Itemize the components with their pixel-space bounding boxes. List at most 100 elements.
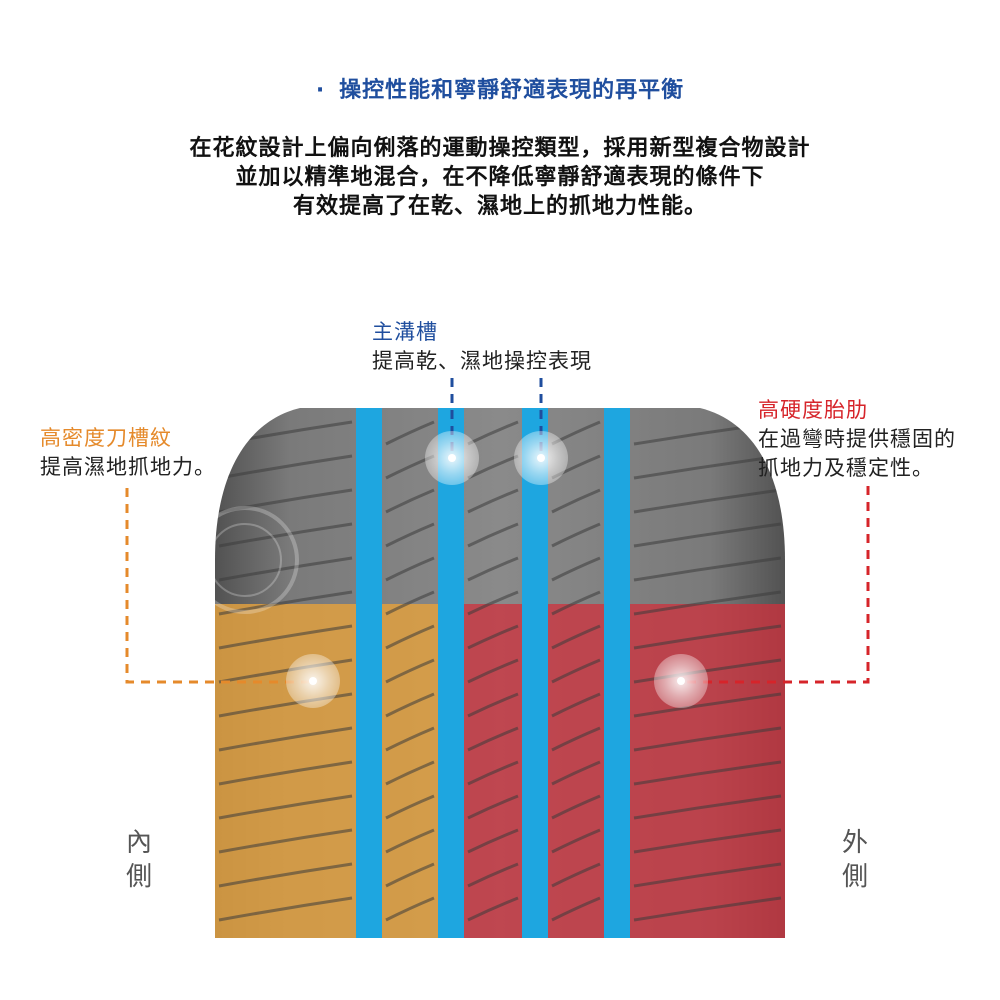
- tread-sipe: [633, 692, 782, 718]
- marker-rib: [654, 654, 708, 708]
- tread-sipe: [218, 658, 353, 684]
- callout-rib-text-2: 抓地力及穩定性。: [758, 456, 934, 480]
- tread-sipe: [385, 658, 435, 684]
- tread-sipe: [551, 760, 601, 786]
- tread-sipe: [385, 828, 435, 854]
- tread-sipe: [218, 522, 353, 548]
- callout-main-groove-title: 主溝槽: [372, 320, 438, 344]
- tread-sipe: [551, 896, 601, 922]
- tread-sipe: [633, 522, 782, 548]
- callout-main-groove-text: 提高乾、濕地操控表現: [372, 349, 592, 373]
- tread-sipe: [633, 828, 782, 854]
- marker-main-1: [425, 431, 479, 485]
- tread-sipe: [467, 658, 519, 684]
- tread-sipe: [218, 692, 353, 718]
- tread-sipe: [467, 692, 519, 718]
- tread-sipe: [633, 794, 782, 820]
- tread-sipe: [467, 454, 519, 480]
- tread-sipe: [218, 454, 353, 480]
- tread-sipe: [467, 488, 519, 514]
- tread-sipe: [385, 420, 435, 446]
- tread-sipe: [218, 896, 353, 922]
- tread-sipe: [385, 488, 435, 514]
- tread-sipe: [467, 522, 519, 548]
- inner-zone: [215, 604, 438, 938]
- tread-sipe: [467, 760, 519, 786]
- callout-sipes: 高密度刀槽紋 提高濕地抓地力。: [40, 424, 216, 482]
- callout-rib: 高硬度胎肋 在過彎時提供穩固的 抓地力及穩定性。: [758, 396, 956, 483]
- leader-sipes: [125, 488, 312, 684]
- heading-text: 操控性能和寧靜舒適表現的再平衡: [339, 78, 685, 103]
- tread-sipe: [551, 862, 601, 888]
- tread-sipe: [633, 658, 782, 684]
- tread-sipe: [467, 726, 519, 752]
- description-line-1: 在花紋設計上偏向俐落的運動操控類型，採用新型複合物設計: [189, 136, 811, 161]
- tread-sipe: [385, 794, 435, 820]
- description: 在花紋設計上偏向俐落的運動操控類型，採用新型複合物設計 並加以精準地混合，在不降…: [0, 134, 1000, 221]
- tread-sipe: [467, 590, 519, 616]
- callout-main-groove: 主溝槽 提高乾、濕地操控表現: [372, 318, 592, 376]
- tread-sipe: [633, 862, 782, 888]
- watermark-seal: [191, 506, 299, 614]
- tread-sipe: [218, 556, 353, 582]
- tread-sipe: [467, 828, 519, 854]
- tread-sipe: [551, 658, 601, 684]
- tread-sipe: [385, 590, 435, 616]
- tread-sipe: [218, 862, 353, 888]
- tread-sipe: [218, 726, 353, 752]
- tread-sipe: [218, 794, 353, 820]
- tread-sipe: [218, 624, 353, 650]
- callout-sipes-text: 提高濕地抓地力。: [40, 455, 216, 479]
- tread-sipe: [385, 522, 435, 548]
- tread-sipe: [385, 862, 435, 888]
- marker-sipes: [286, 654, 340, 708]
- page-heading: · 操控性能和寧靜舒適表現的再平衡: [0, 72, 1000, 104]
- tread-sipe: [633, 556, 782, 582]
- tread-sipe: [467, 556, 519, 582]
- tread-sipe: [467, 624, 519, 650]
- tread-sipe: [385, 692, 435, 718]
- description-line-3: 有效提高了在乾、濕地上的抓地力性能。: [292, 194, 707, 219]
- side-outer-char-1: 外: [841, 828, 868, 858]
- tread-sipe: [385, 556, 435, 582]
- side-label-outer: 外 側: [840, 826, 870, 894]
- heading-bullet: ·: [315, 78, 326, 103]
- tread-sipe: [218, 828, 353, 854]
- tread-sipe: [218, 760, 353, 786]
- callout-sipes-title: 高密度刀槽紋: [40, 426, 172, 450]
- marker-main-2: [514, 431, 568, 485]
- leader-rib: [680, 486, 870, 684]
- tread-sipe: [385, 896, 435, 922]
- tread-sipe: [551, 488, 601, 514]
- side-label-inner: 內 側: [124, 826, 154, 894]
- callout-rib-text-1: 在過彎時提供穩固的: [758, 427, 956, 451]
- tread-sipe: [633, 590, 782, 616]
- tread-sipe: [467, 794, 519, 820]
- main-groove-4: [604, 408, 630, 938]
- side-inner-char-2: 側: [125, 862, 152, 892]
- tread-sipe: [633, 896, 782, 922]
- tread-sipe: [551, 522, 601, 548]
- tread-sipe: [551, 624, 601, 650]
- tread-sipe: [218, 488, 353, 514]
- tread-sipe: [633, 488, 782, 514]
- tread-sipe: [551, 726, 601, 752]
- tread-sipe: [385, 760, 435, 786]
- main-groove-2: [438, 408, 464, 938]
- tread-sipe: [633, 624, 782, 650]
- callout-rib-title: 高硬度胎肋: [758, 398, 868, 422]
- side-outer-char-2: 側: [841, 862, 868, 892]
- side-inner-char-1: 內: [125, 828, 152, 858]
- tread-sipe: [551, 590, 601, 616]
- tread-sipe: [551, 556, 601, 582]
- main-groove-1: [356, 408, 382, 938]
- tread-sipe: [551, 692, 601, 718]
- tread-sipe: [633, 726, 782, 752]
- tread-sipe: [218, 590, 353, 616]
- tread-sipe: [385, 624, 435, 650]
- tread-sipe: [551, 794, 601, 820]
- tread-sipe: [467, 896, 519, 922]
- tread-sipe: [633, 760, 782, 786]
- tread-sipe: [467, 862, 519, 888]
